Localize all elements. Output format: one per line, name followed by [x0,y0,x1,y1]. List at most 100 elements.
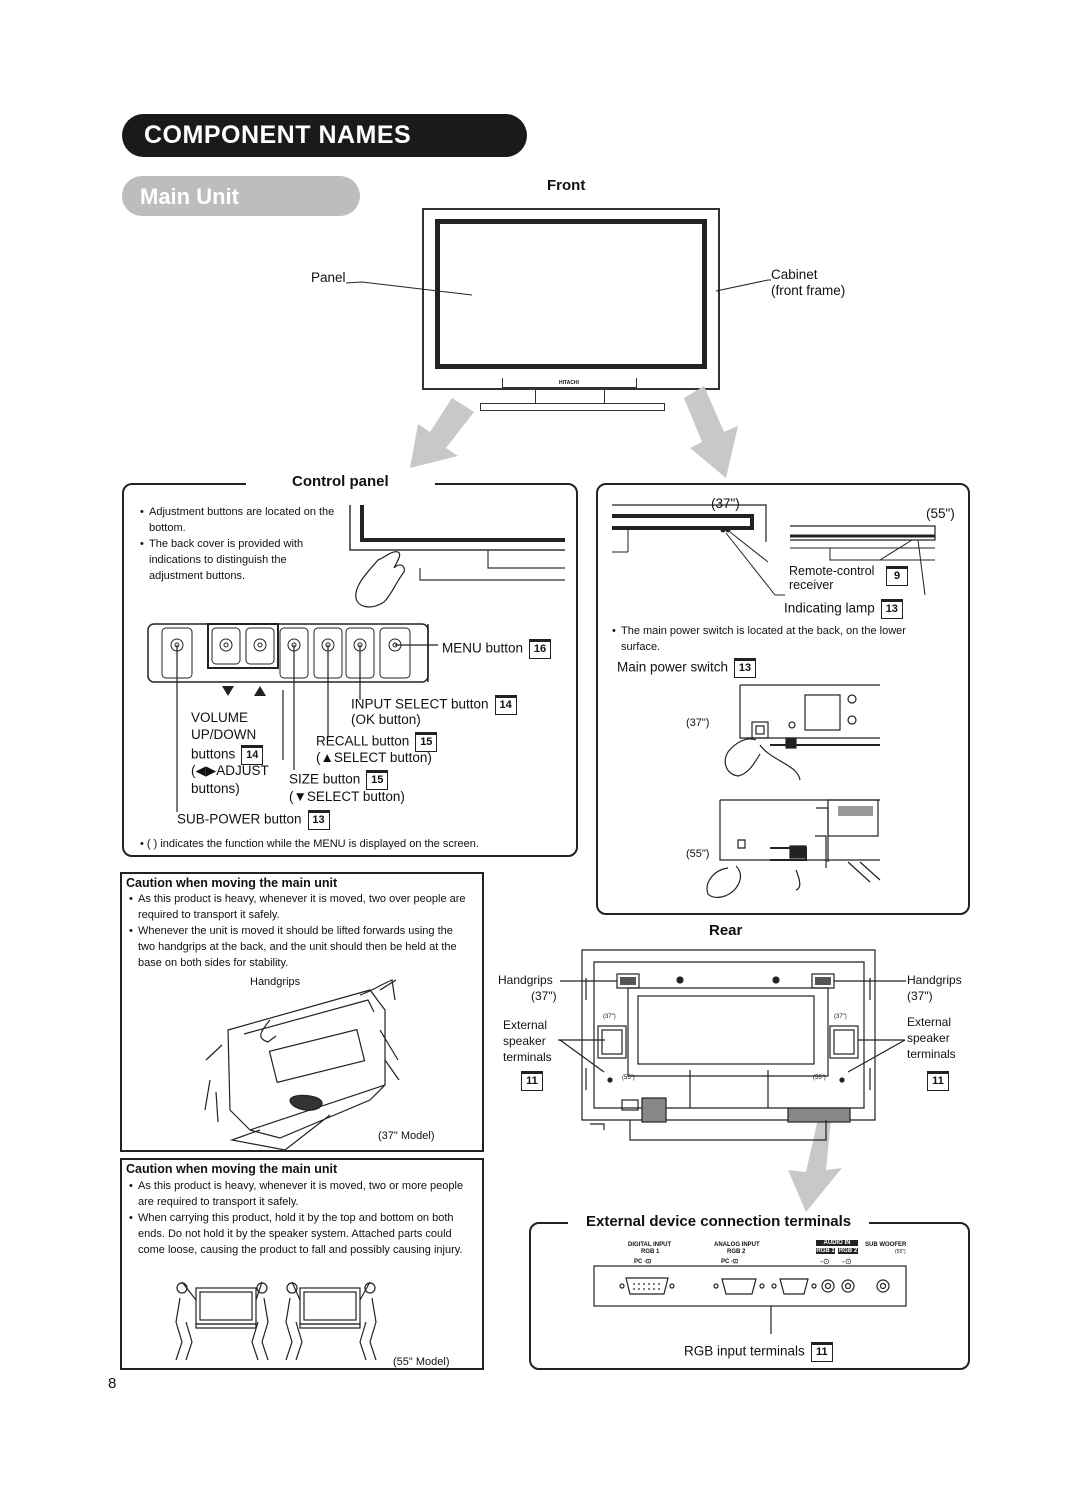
note-item: Adjustment buttons are located on the bo… [140,504,340,536]
size-text: SIZE button [289,771,361,787]
up-select-text: SELECT button) [333,750,432,765]
page-ref-icon: 11 [810,1342,833,1362]
page-number: 8 [108,1375,117,1392]
input-select-label: INPUT SELECT button 14 [351,695,517,715]
tag-55-left: (55") [622,1075,635,1081]
cabinet-label: Cabinet [771,267,818,282]
rgb-input-terminals-label: RGB input terminals 11 [684,1342,833,1362]
page-ref-icon: 14 [494,695,517,715]
page-ref-icon: 14 [241,745,264,765]
down-select-label: (▼SELECT button) [289,789,405,804]
digital-input-label: DIGITAL INPUT [628,1242,672,1248]
caution-box-37 [120,872,484,1152]
svg-text:-⊙: -⊙ [842,1257,852,1266]
ok-button-label: (OK button) [351,712,421,727]
page-ref-icon: 16 [529,639,552,659]
buttons-label: buttons 14 [191,745,264,765]
switch-55-label: (55") [686,848,710,860]
sub-woofer-55-label: (55") [895,1249,906,1255]
ext-speaker-right-1: External [907,1015,952,1029]
tv-front-cabinet: HITACHI [422,208,720,390]
ext-speaker-left-3: terminals [503,1050,552,1064]
pc2-text: PC [721,1259,730,1265]
size-55-label: (55") [926,506,955,521]
power-switch-note: The main power switch is located at the … [612,623,942,655]
input-select-text: INPUT SELECT button [351,696,489,712]
tv-screen [435,219,707,369]
up-select-label: (▲SELECT button) [316,750,432,765]
tag-55-right: (55") [813,1075,826,1081]
section-title: Main Unit [122,176,360,216]
ext-speaker-left-2: speaker [503,1034,546,1048]
handgrips-label-37: Handgrips [250,976,301,988]
page-ref-icon: 13 [307,810,330,830]
adjust-text: ADJUST [216,763,269,778]
size-37-label: (37") [711,496,740,511]
adjust-buttons-label: buttons) [191,781,240,796]
caution-heading-37: Caution when moving the main unit [126,876,338,890]
caution-item: As this product is heavy, whenever it is… [129,1178,479,1210]
tv-stand-neck [502,378,637,388]
handgrips-left-size: (37") [531,989,557,1003]
audio-in-label: AUDIO IN [816,1240,858,1246]
switch-37-label: (37") [686,717,710,729]
adjust-label: (◀▶ADJUST [191,763,269,778]
footnote-text: ( ) indicates the function while the MEN… [146,838,479,850]
updown-label: UP/DOWN [191,727,257,742]
caution-item: When carrying this product, hold it by t… [129,1210,479,1258]
pc1-text: PC [634,1259,643,1265]
page-ref-icon: 11 [927,1071,949,1091]
lamp-text: Indicating lamp [784,600,875,616]
cabinet-label-2: (front frame) [771,283,846,298]
analog-input-label: ANALOG INPUT [714,1242,760,1248]
page-title: COMPONENT NAMES [122,114,527,157]
buttons-text: buttons [191,746,236,762]
caution-heading-55: Caution when moving the main unit [126,1162,338,1176]
side-detail-box [596,483,970,915]
subpower-text: SUB-POWER button [177,811,302,827]
ext-speaker-right-3: terminals [907,1047,956,1061]
indicating-lamp-label: Indicating lamp 13 [784,599,903,619]
panel-label: Panel [311,270,346,285]
svg-text:-⊙: -⊙ [820,1257,830,1266]
handgrips-right-size: (37") [907,989,933,1003]
caution-list-55: As this product is heavy, whenever it is… [129,1178,479,1258]
front-heading: Front [547,177,586,194]
caution-box-55 [120,1158,484,1370]
remote-receiver-label: Remote-control [789,564,875,578]
rgb-terminals-text: RGB input terminals [684,1343,805,1359]
down-select-text: SELECT button) [306,789,405,804]
rgb2-label: RGB 2 [727,1249,746,1255]
rear-heading: Rear [709,922,743,939]
caution-item: Whenever the unit is moved it should be … [129,923,471,971]
caution-list-37: As this product is heavy, whenever it is… [129,891,471,971]
tv-stand-base [480,403,665,411]
external-terminals-box [529,1222,970,1370]
subpower-label: SUB-POWER button 13 [177,810,330,830]
ext-speaker-left-1: External [503,1018,548,1032]
handgrips-right-label: Handgrips [907,973,962,987]
model-label-55: (55" Model) [393,1356,450,1368]
caution-item: As this product is heavy, whenever it is… [129,891,471,923]
note-item: The main power switch is located at the … [612,623,942,655]
recall-text: RECALL button [316,733,410,749]
page-ref-icon: 11 [521,1071,543,1091]
page-ref-icon: 13 [734,658,757,678]
rgb1-label: RGB 1 [641,1249,660,1255]
page-ref-icon: 13 [880,599,903,619]
control-panel-heading: Control panel [246,473,435,490]
tag-37-right: (37") [834,1014,847,1020]
audio-rgb2-label: RGB 2 [838,1248,858,1254]
pc2-label: PC -⊡ [721,1259,739,1265]
